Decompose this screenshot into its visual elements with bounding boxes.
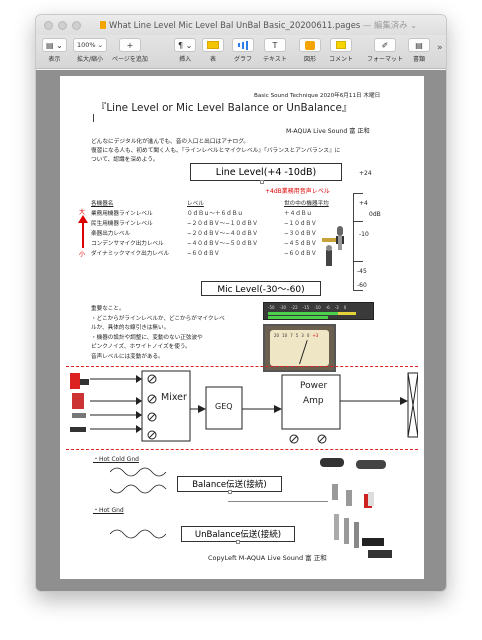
document-title: What Line Level Mic Level Bal UnBal Basi… xyxy=(100,19,417,31)
notes-line-1: 重要なこと。 xyxy=(91,306,125,312)
chart-icon xyxy=(232,38,254,52)
box-resize-handle[interactable] xyxy=(260,180,264,184)
zoom-window-icon[interactable] xyxy=(72,20,81,30)
small-label: 小 xyxy=(79,251,86,258)
table-header-row: 各機器名 レベル 世の中の機器平均 xyxy=(91,201,329,207)
notes-line-5: ピンクノイズ、ホワイトノイズを使う。 xyxy=(91,344,191,350)
mixer-label: Mixer xyxy=(161,392,187,403)
document-page[interactable]: Basic Sound Technique 2020年6月11日 木曜日 『Li… xyxy=(60,76,424,579)
format-button[interactable]: ✐ フォーマット xyxy=(367,38,403,63)
scale-axis xyxy=(353,193,354,291)
view-button[interactable]: ▤ ⌄ 表示 xyxy=(42,38,67,63)
notes-line-6: 音声レベルには変動がある。 xyxy=(91,354,164,360)
insert-button[interactable]: ¶ ⌄ 挿入 xyxy=(174,38,197,63)
mic-level-box: Mic Level(-30〜-60) xyxy=(201,281,321,296)
line-level-box: Line Level(+4 -10dB) xyxy=(190,163,342,181)
signal-flow-diagram xyxy=(70,370,418,444)
box-resize-handle[interactable] xyxy=(228,490,232,494)
big-label: 大 xyxy=(79,209,86,216)
plug-icon xyxy=(80,379,89,385)
document-button[interactable]: ▤ 書類 xyxy=(408,38,430,63)
iphone-icon xyxy=(72,393,84,409)
text-icon: T xyxy=(263,38,286,52)
add-page-button[interactable]: + ページを追加 xyxy=(112,38,148,63)
footer: CopyLeft M-AQUA Live Sound 富 正和 xyxy=(208,554,327,562)
condenser-mic-side-icon xyxy=(72,413,86,418)
intro-line-3: ついて、認識を深めよう。 xyxy=(91,157,159,163)
divider-line xyxy=(228,501,328,502)
power-amp-label-1: Power xyxy=(300,381,328,391)
scale-tick xyxy=(353,261,363,262)
comment-button[interactable]: コメント xyxy=(329,38,353,63)
notes-line-2: ・どこからがラインレベルか、どこからがマイクレベ xyxy=(91,316,225,322)
xlr-connector-icon xyxy=(320,458,344,467)
toolbar: ▤ ⌄ 表示 100% ⌄ 拡大/縮小 + ページを追加 ¶ ⌄ 挿入 表 グラ… xyxy=(36,35,446,69)
scale-0db: 0dB xyxy=(369,211,381,218)
chart-button[interactable]: グラフ xyxy=(232,38,254,63)
scale-tick xyxy=(353,221,363,222)
table-row: コンデンサマイク出力レベル−４０ｄＢＶ〜−５０ｄＢＶ−４５ｄＢＶ xyxy=(91,241,317,247)
text-cursor xyxy=(93,114,94,122)
close-window-icon[interactable] xyxy=(44,20,53,30)
text-button[interactable]: T テキスト xyxy=(263,38,287,63)
guitar-icon xyxy=(70,373,80,389)
unbalance-waveform xyxy=(110,529,167,539)
condenser-mic-icon xyxy=(337,226,343,250)
hot-cold-gnd-label: ・Hot Cold Gnd xyxy=(93,456,139,463)
shape-icon xyxy=(299,38,321,52)
scale-plus24: +24 xyxy=(359,170,372,177)
plus-icon: + xyxy=(118,38,141,52)
intro-line-1: どんなにデジタル化が進んでも、音の入口と出口はアナログ。 xyxy=(91,139,250,145)
table-icon xyxy=(202,38,224,52)
document-inspector-icon: ▤ xyxy=(408,38,430,52)
section-divider xyxy=(66,449,418,450)
scale-minus10: -10 xyxy=(359,231,369,238)
connectors-image xyxy=(320,458,392,558)
edited-status[interactable]: — 編集済み ⌄ xyxy=(362,20,418,30)
up-arrow-icon xyxy=(78,215,88,248)
intro-line-2: 復習になる人も、初めて聞く人も、『ラインレベルとマイクレベル』『バランスとアンバ… xyxy=(91,148,341,154)
sidebar-icon: ▤ ⌄ xyxy=(42,38,67,52)
shape-button[interactable]: 図形 xyxy=(299,38,321,63)
notes-line-4: ・機器の設計や調整に、変動のない正弦波や xyxy=(91,335,203,341)
comment-icon xyxy=(330,38,352,52)
scale-minus60: -60 xyxy=(357,282,367,289)
power-amp-label-2: Amp xyxy=(303,396,324,406)
title-bar[interactable]: What Line Level Mic Level Bal UnBal Basi… xyxy=(36,15,446,35)
table-button[interactable]: 表 xyxy=(202,38,224,63)
document-icon xyxy=(100,21,106,29)
paragraph-icon: ¶ ⌄ xyxy=(174,38,197,52)
dynamic-mic-icon xyxy=(70,427,86,432)
paintbrush-icon: ✐ xyxy=(374,38,396,52)
scale-minus45: -45 xyxy=(357,268,367,275)
phone-plug-icon xyxy=(362,538,384,546)
doc-title: 『Line Level or Mic Level Balance or UnBa… xyxy=(96,102,353,114)
pages-window: What Line Level Mic Level Bal UnBal Basi… xyxy=(35,14,447,592)
header-line: Basic Sound Technique 2020年6月11日 木曜日 xyxy=(254,93,381,99)
scale-plus4: +4 xyxy=(359,200,368,207)
author-line: M-AQUA Live Sound 富 正和 xyxy=(286,128,370,135)
zoom-popup[interactable]: 100% ⌄ 拡大/縮小 xyxy=(73,38,108,63)
notes-line-3: ルか、具体的な線引きは無い。 xyxy=(91,325,170,331)
scale-tick xyxy=(353,193,363,194)
pro-level-note: +4dB業務用音声レベル xyxy=(265,188,330,195)
minimize-window-icon[interactable] xyxy=(58,20,67,30)
geq-label: GEQ xyxy=(215,402,233,411)
document-canvas[interactable]: Basic Sound Technique 2020年6月11日 木曜日 『Li… xyxy=(36,70,446,591)
table-row: 民生用機器ラインレベル−２０ｄＢＶ〜−１０ｄＢＶ−１０ｄＢＶ xyxy=(91,221,317,227)
hot-gnd-label: ・Hot Gnd xyxy=(93,507,124,514)
balance-waveform xyxy=(110,467,167,494)
box-resize-handle[interactable] xyxy=(236,540,240,544)
table-row: ダイナミックマイク出力レベル−６０ｄＢＶ−６０ｄＢＶ xyxy=(91,251,317,257)
scale-tick xyxy=(353,290,363,291)
section-divider xyxy=(66,366,418,367)
table-row: 楽器出力レベル−２０ｄＢＶ〜−４０ｄＢＶ−３０ｄＢＶ xyxy=(91,231,317,237)
more-toolbar-icon[interactable]: » xyxy=(437,43,443,53)
